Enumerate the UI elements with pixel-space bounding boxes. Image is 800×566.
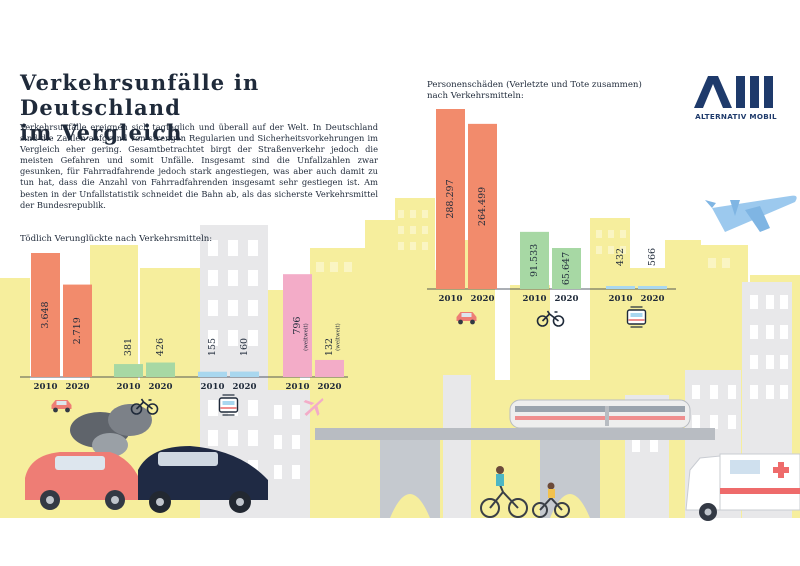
year-label: 2020 [471, 294, 495, 304]
data-label: 3.648 [40, 301, 51, 328]
bar [283, 274, 312, 377]
train-illustration [509, 399, 691, 429]
bar [468, 123, 497, 289]
bar [31, 253, 60, 377]
data-label: 160 [239, 338, 250, 356]
data-label-note: (weltweit) [303, 323, 310, 351]
year-label: 2010 [609, 294, 633, 304]
cyclists-bodies [496, 466, 555, 498]
year-label: 2010 [286, 382, 310, 392]
train-bridge [315, 428, 715, 518]
tram-icon [626, 306, 647, 328]
logo-text: ALTERNATIV MOBIL [695, 112, 777, 121]
year-label: 2010 [523, 294, 547, 304]
data-label: 381 [123, 338, 134, 356]
bar [606, 286, 635, 289]
bar [436, 109, 465, 289]
year-label: 2010 [439, 294, 463, 304]
year-label: 2010 [34, 382, 58, 392]
car-icon [456, 312, 477, 325]
bar-group: 381 2010 426 2020 [114, 338, 175, 415]
intro-paragraph: Verkehrsunfälle ereignen sich tagtäglich… [20, 122, 378, 210]
bar [315, 359, 344, 377]
bar [114, 364, 143, 377]
chart-fatalities-title: Tödlich Verunglückte nach Verkehrsmittel… [20, 234, 213, 244]
year-label: 2020 [233, 382, 257, 392]
page-title-line-1: Verkehrsunfälle in Deutschland [20, 70, 260, 120]
data-label: 2.719 [72, 317, 83, 344]
bicycle-icon [130, 398, 159, 415]
data-label: 132 [324, 338, 335, 356]
chart-injuries-title: Personenschäden (Verletzte und Tote zusa… [427, 80, 642, 102]
bar [520, 231, 549, 289]
page-title-line-2: im Vergleich [20, 120, 183, 145]
year-label: 2020 [149, 382, 173, 392]
year-label: 2010 [201, 382, 225, 392]
car-crash-illustration [25, 404, 268, 513]
bar-group: 432 2010 566 2020 [606, 248, 667, 328]
data-label: 155 [207, 338, 218, 356]
year-label: 2020 [66, 382, 90, 392]
data-label-note: (weltweit) [335, 323, 342, 351]
bar [552, 248, 581, 289]
chart-fatalities: 3.64820102.71920203812010426202015520101… [20, 253, 348, 416]
car-icon [51, 400, 72, 413]
data-label: 566 [647, 248, 658, 266]
year-label: 2020 [641, 294, 665, 304]
data-label: 796 [292, 317, 303, 335]
data-label: 426 [155, 338, 166, 356]
chart-injuries-title-line-2: nach Verkehrsmitteln: [427, 91, 524, 101]
bar [198, 371, 227, 377]
airplane-icon [303, 398, 324, 416]
bar-group: 288.297 2010 264.499 2020 [436, 109, 497, 325]
bar-group: 91.533 2010 65.647 2020 [520, 231, 581, 327]
data-label: 91.533 [529, 244, 540, 277]
tram-icon [218, 394, 239, 416]
alternativ-mobil-logo-mark [694, 76, 773, 108]
chart-injuries-title-line-1: Personenschäden (Verletzte und Tote zusa… [427, 80, 642, 90]
bar [146, 362, 175, 377]
bar [638, 286, 667, 289]
airplane-illustration [705, 195, 797, 232]
bar-group: 155 2010 160 2020 [198, 338, 259, 416]
year-label: 2010 [117, 382, 141, 392]
data-label: 288.297 [445, 179, 456, 218]
page-title: Verkehrsunfälle in Deutschland im Vergle… [20, 70, 420, 145]
year-label: 2020 [318, 382, 342, 392]
chart-injuries: 288.297 2010 264.499 2020 91.533 2010 65.647 20… [427, 109, 676, 328]
bar [230, 371, 259, 377]
data-label: 65.647 [561, 252, 572, 285]
ambulance-illustration [685, 453, 800, 521]
skyline-windows [316, 210, 730, 272]
bar-group: 3.648 2010 2.719 2020 [31, 253, 92, 413]
bicycle-icon [536, 310, 565, 327]
year-label: 2020 [555, 294, 579, 304]
bar [63, 284, 92, 377]
data-label: 264.499 [477, 187, 488, 226]
data-label: 432 [615, 248, 626, 266]
